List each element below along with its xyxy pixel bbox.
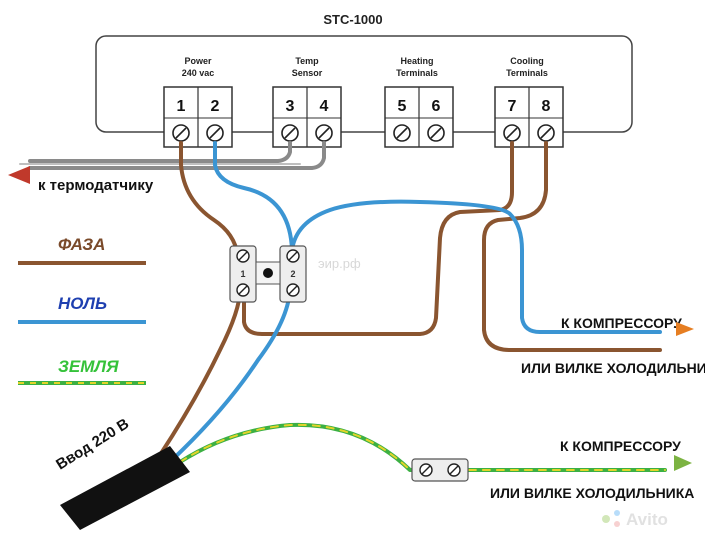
screw-icon [236, 249, 250, 263]
terminal-number-1: 1 [177, 98, 186, 115]
arrow-right-icon [674, 455, 692, 471]
sensor-cable [8, 141, 326, 184]
terminal-number-3: 3 [286, 98, 295, 115]
screw-icon [393, 124, 411, 142]
screw-icon [315, 124, 333, 142]
avito-watermark: Avito [602, 510, 668, 529]
group-label-cooling-1: Cooling [510, 56, 544, 66]
screw-icon [537, 124, 555, 142]
group-label-temp-1: Temp [295, 56, 319, 66]
terminal-group-power: Power 240 vac [182, 56, 215, 78]
group-label-power-1: Power [184, 56, 212, 66]
screw-icon [427, 124, 445, 142]
terminal-group-heating: Heating Terminals [396, 56, 438, 78]
compressor-output-2: К КОМПРЕССОРУ ИЛИ ВИЛКЕ ХОЛОДИЛЬНИКА [490, 438, 694, 501]
legend-ground-label: ЗЕМЛЯ [58, 357, 119, 376]
connector-center-dot [263, 268, 273, 278]
wire-connector-block: 1 2 [229, 245, 307, 303]
screw-icon [172, 124, 190, 142]
center-watermark: эир.рф [318, 256, 361, 271]
device-title: STC-1000 [323, 12, 382, 27]
terminal-number-8: 8 [542, 98, 551, 115]
compressor-2-line2: ИЛИ ВИЛКЕ ХОЛОДИЛЬНИКА [490, 485, 694, 501]
terminal-group-cooling: Cooling Terminals [506, 56, 548, 78]
legend-phase-label: ФАЗА [58, 235, 105, 254]
screw-icon [236, 283, 250, 297]
compressor-output-1: К КОМПРЕССОРУ ИЛИ ВИЛКЕ ХОЛОДИЛЬНИКА [521, 315, 705, 376]
compressor-2-line1: К КОМПРЕССОРУ [560, 438, 681, 454]
screw-icon [447, 463, 461, 477]
terminal-number-5: 5 [398, 98, 407, 115]
compressor-1-line2: ИЛИ ВИЛКЕ ХОЛОДИЛЬНИКА [521, 360, 705, 376]
screw-icon [419, 463, 433, 477]
screw-icon [206, 124, 224, 142]
group-label-power-2: 240 vac [182, 68, 215, 78]
compressor-1-line1: К КОМПРЕССОРУ [561, 315, 682, 331]
group-label-heating-2: Terminals [396, 68, 438, 78]
terminal-group-temp-sensor: Temp Sensor [292, 56, 323, 78]
terminal-number-7: 7 [508, 98, 517, 115]
screw-icon [503, 124, 521, 142]
group-label-cooling-2: Terminals [506, 68, 548, 78]
group-label-temp-2: Sensor [292, 68, 323, 78]
connector-number-1: 1 [240, 269, 245, 279]
terminal-screws [172, 124, 555, 142]
terminal-number-4: 4 [320, 98, 329, 115]
legend: ФАЗА НОЛЬ ЗЕМЛЯ [18, 235, 146, 385]
neutral-wires [170, 141, 662, 462]
terminal-number-2: 2 [211, 98, 220, 115]
group-label-heating-1: Heating [400, 56, 433, 66]
avito-logo-text: Avito [626, 510, 668, 529]
input-cable: Ввод 220 В [53, 415, 190, 530]
input-label: Ввод 220 В [53, 415, 132, 473]
screw-icon [286, 283, 300, 297]
arrow-right-icon [676, 322, 694, 336]
legend-neutral-label: НОЛЬ [58, 294, 107, 313]
ground-wire [178, 422, 667, 482]
screw-icon [286, 249, 300, 263]
terminal-number-6: 6 [432, 98, 441, 115]
connector-number-2: 2 [290, 269, 295, 279]
ground-connector [411, 458, 469, 482]
arrow-left-icon [8, 166, 30, 184]
screw-icon [281, 124, 299, 142]
sensor-label: к термодатчику [38, 177, 154, 194]
